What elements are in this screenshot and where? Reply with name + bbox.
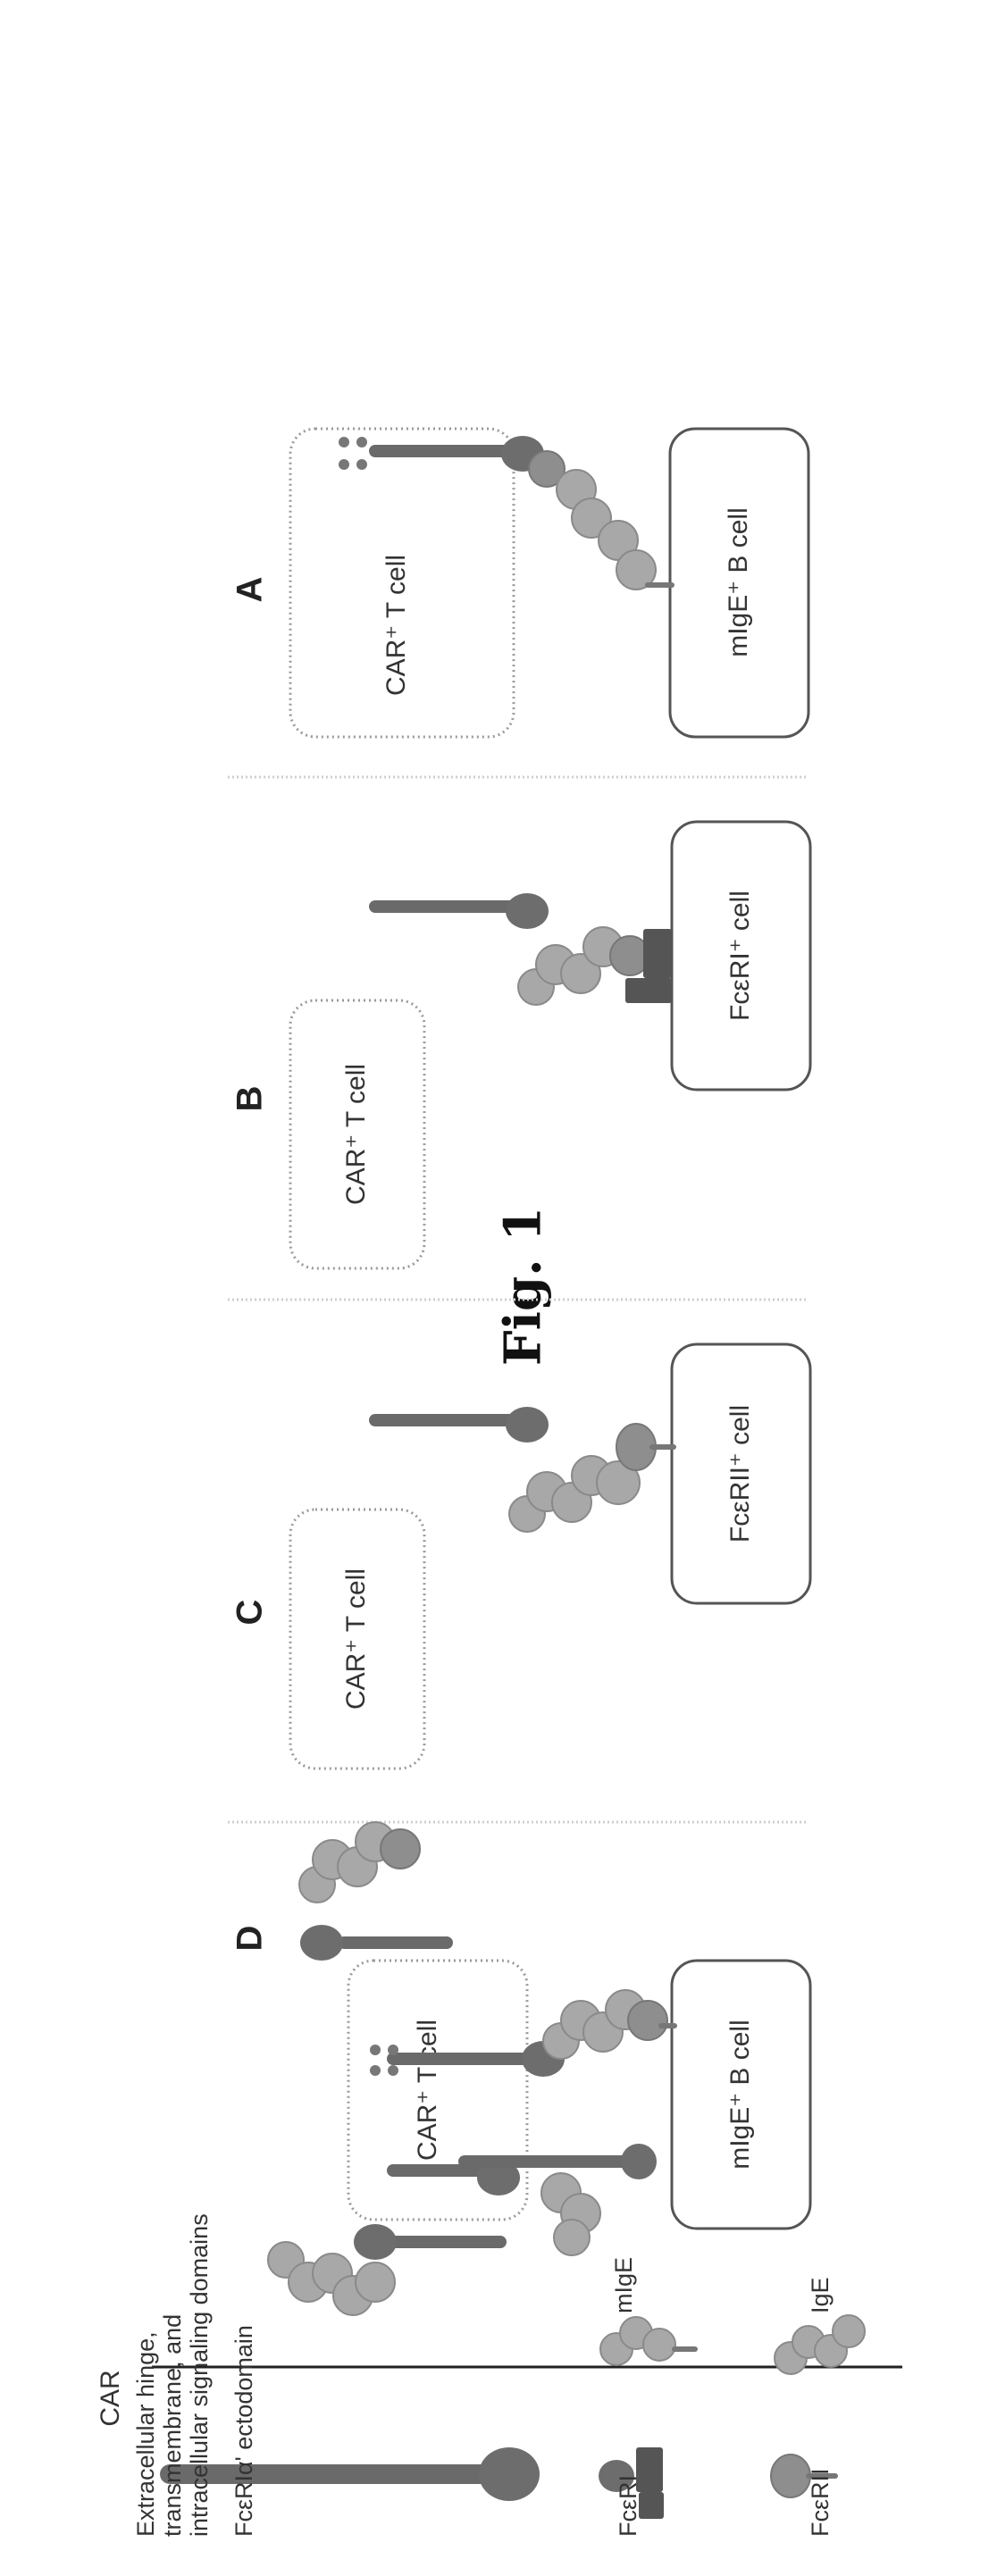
- fcerii-cell-label: FcεRII⁺ cell: [725, 1405, 755, 1543]
- ige-bound-d: [542, 1989, 677, 2060]
- car-t-cell: [347, 1959, 529, 2221]
- car-receptor: [369, 1407, 549, 1443]
- legend: CAR Extracellular hinge, transmembrane, …: [96, 2213, 866, 2537]
- ige-free-2: [540, 2172, 601, 2256]
- fcerii-cell: [670, 1342, 812, 1605]
- car-t-cell: [289, 427, 515, 739]
- panel-c-label: C: [230, 1600, 270, 1626]
- car-receptor-lower: [458, 2144, 657, 2179]
- legend-fceri-glyph: [599, 2447, 664, 2519]
- ige-molecule: [517, 926, 650, 1006]
- mige-molecule: [528, 450, 674, 590]
- panel-b: B CAR⁺ T cell FcεRI⁺ cell: [230, 820, 812, 1270]
- car-t-cell-label: CAR⁺ T cell: [381, 555, 411, 696]
- panel-d-label: D: [230, 1926, 270, 1952]
- legend-heading: CAR: [96, 2370, 125, 2426]
- figure-title: Fig. 1: [494, 1207, 553, 1366]
- legend-ige: IgE: [807, 2277, 834, 2313]
- panel-a: A CAR⁺ T cell mIgE⁺ B cell: [230, 427, 810, 739]
- car-receptor-right: [354, 2224, 507, 2260]
- car-t-cell: [289, 1508, 426, 1770]
- mige-b-cell-label: mIgE⁺ B cell: [724, 507, 753, 657]
- car-receptor-bound: [370, 2041, 565, 2077]
- car-t-cell-label: CAR⁺ T cell: [341, 1568, 371, 1710]
- signaling-marks: [339, 437, 367, 470]
- car-t-cell-label: CAR⁺ T cell: [413, 2020, 442, 2161]
- car-t-cell: [289, 999, 426, 1270]
- car-receptor-top: [387, 2160, 520, 2195]
- legend-fcerii: FcεRII: [807, 2468, 834, 2537]
- ige-free-3: [267, 2241, 396, 2316]
- legend-ige-glyph: [774, 2314, 866, 2375]
- legend-car-line3: intracellular signaling domains: [186, 2213, 213, 2537]
- legend-mige: mIgE: [610, 2257, 637, 2313]
- car-receptor-upper: [300, 1925, 453, 1961]
- car-receptor: [369, 893, 549, 929]
- mige-b-cell-label: mIgE⁺ B cell: [725, 2020, 755, 2170]
- legend-mige-glyph: [599, 2316, 698, 2366]
- legend-car-glyph: [160, 2447, 540, 2501]
- legend-ectodomain: FcεRIα' ectodomain: [230, 2325, 257, 2537]
- panel-a-label: A: [230, 577, 270, 603]
- fcerii-receptor: [616, 1423, 676, 1471]
- panel-c: C CAR⁺ T cell FcεRII⁺ cell: [230, 1342, 812, 1770]
- panel-b-label: B: [230, 1086, 270, 1112]
- mige-b-cell: [670, 1959, 812, 2230]
- legend-fceri: FcεRI: [615, 2475, 641, 2537]
- legend-car-line1: Extracellular hinge,: [132, 2331, 159, 2537]
- fceri-receptor: [625, 929, 672, 1003]
- legend-car-line2: transmembrane, and: [159, 2314, 186, 2537]
- panel-d: D CAR⁺ T cell mIgE⁺ B cell: [230, 1821, 812, 2316]
- fceri-cell-label: FcεRI⁺ cell: [725, 891, 755, 1021]
- ige-molecule: [508, 1455, 641, 1533]
- car-t-cell-label: CAR⁺ T cell: [341, 1064, 371, 1205]
- legend-fcerii-glyph: [770, 2454, 838, 2498]
- car-receptor: [339, 436, 544, 472]
- ige-free-1: [298, 1821, 421, 1903]
